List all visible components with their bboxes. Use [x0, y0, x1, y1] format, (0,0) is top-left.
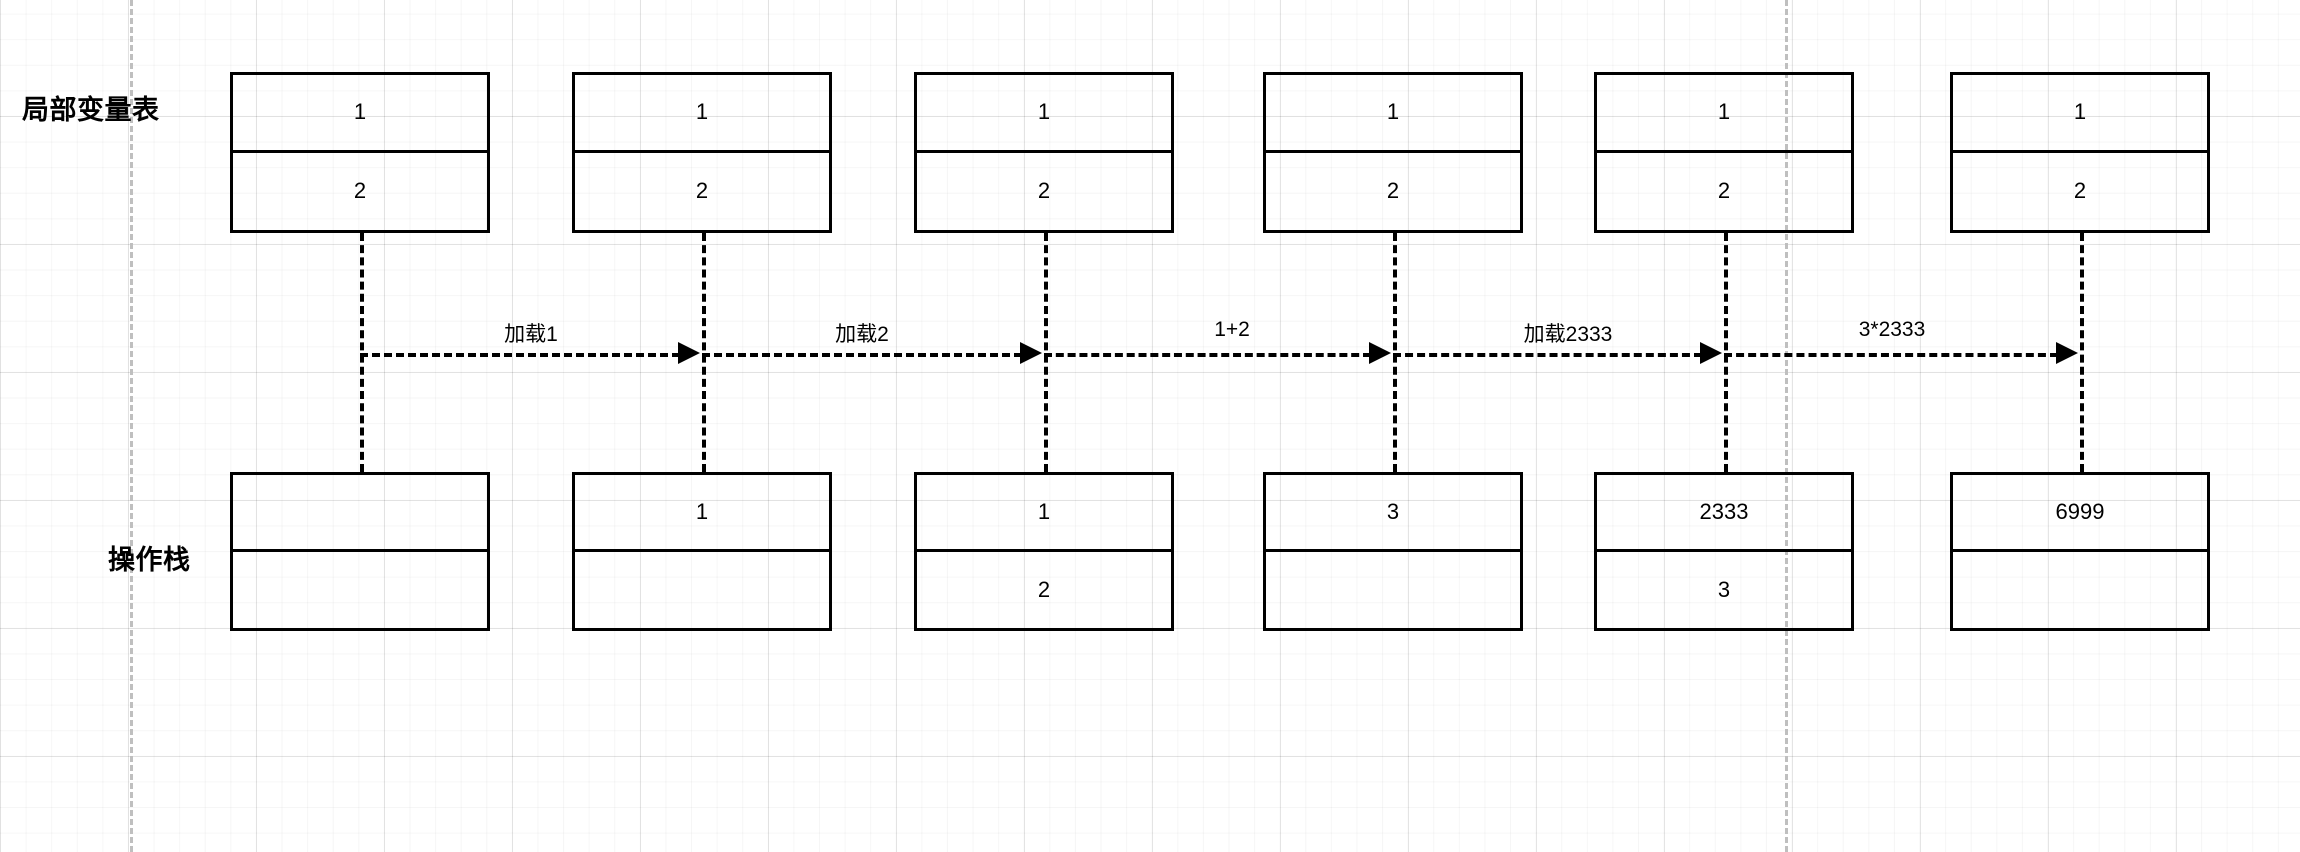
local-var-slot-bottom: 2 [695, 178, 709, 204]
transition-label-5: 3*2333 [1858, 318, 1926, 341]
local-var-frame-2: 1 2 [572, 72, 832, 233]
transition-arrow-line-2 [702, 353, 1022, 357]
transition-arrowhead-2 [1020, 342, 1042, 364]
local-var-slot-top: 1 [1953, 75, 2207, 153]
transition-arrowhead-3 [1369, 342, 1391, 364]
local-var-slot-bottom: 2 [1386, 178, 1400, 204]
operand-stack-slot-bottom [233, 552, 487, 629]
transition-label-1: 加载1 [504, 323, 558, 346]
operand-stack-slot-top: 3 [1266, 475, 1520, 552]
operand-stack-frame-4: 3 [1263, 472, 1523, 631]
connector-vertical-column-2 [702, 233, 706, 472]
page-break-guide-right [1785, 0, 1788, 852]
local-var-slot-bottom: 2 [2073, 178, 2087, 204]
operand-stack-frame-3: 1 2 [914, 472, 1174, 631]
connector-vertical-column-4 [1393, 233, 1397, 472]
transition-arrowhead-1 [678, 342, 700, 364]
local-var-slot-top: 1 [1266, 75, 1520, 153]
local-var-slot-bottom: 2 [1037, 178, 1051, 204]
local-var-frame-6: 1 2 [1950, 72, 2210, 233]
transition-arrow-line-3 [1044, 353, 1371, 357]
transition-arrow-line-5 [1724, 353, 2058, 357]
operand-stack-slot-bottom [575, 552, 829, 629]
operand-stack-slot-bottom [1266, 552, 1520, 629]
connector-vertical-column-5 [1724, 233, 1728, 472]
operand-stack-slot-top: 1 [575, 475, 829, 552]
local-var-frame-4: 1 2 [1263, 72, 1523, 233]
local-var-slot-top: 1 [575, 75, 829, 153]
operand-stack-slot-top: 2333 [1597, 475, 1851, 552]
transition-label-4: 加载2333 [1523, 323, 1613, 346]
local-var-slot-top: 1 [917, 75, 1171, 153]
local-var-frame-3: 1 2 [914, 72, 1174, 233]
operand-stack-slot-bottom [1953, 552, 2207, 629]
row-label-operand-stack: 操作栈 [108, 545, 191, 575]
connector-vertical-column-6 [2080, 233, 2084, 472]
operand-stack-slot-bottom: 3 [1717, 576, 1731, 602]
transition-label-3: 1+2 [1214, 318, 1250, 341]
page-break-guide-left [130, 0, 133, 852]
operand-stack-slot-top: 1 [917, 475, 1171, 552]
transition-arrowhead-4 [1700, 342, 1722, 364]
transition-arrow-line-1 [360, 353, 680, 357]
transition-arrowhead-5 [2056, 342, 2078, 364]
local-var-slot-bottom: 2 [1717, 178, 1731, 204]
operand-stack-frame-1 [230, 472, 490, 631]
operand-stack-slot-bottom: 2 [1037, 576, 1051, 602]
operand-stack-frame-2: 1 [572, 472, 832, 631]
transition-label-2: 加载2 [835, 323, 889, 346]
local-var-slot-top: 1 [233, 75, 487, 153]
operand-stack-frame-6: 6999 [1950, 472, 2210, 631]
local-var-slot-bottom: 2 [353, 178, 367, 204]
connector-vertical-column-3 [1044, 233, 1048, 472]
local-var-frame-1: 1 2 [230, 72, 490, 233]
local-var-slot-top: 1 [1597, 75, 1851, 153]
connector-vertical-column-1 [360, 233, 364, 472]
row-label-local-variable-table: 局部变量表 [22, 95, 160, 125]
transition-arrow-line-4 [1393, 353, 1702, 357]
operand-stack-slot-top [233, 475, 487, 552]
operand-stack-frame-5: 2333 3 [1594, 472, 1854, 631]
local-var-frame-5: 1 2 [1594, 72, 1854, 233]
operand-stack-slot-top: 6999 [1953, 475, 2207, 552]
